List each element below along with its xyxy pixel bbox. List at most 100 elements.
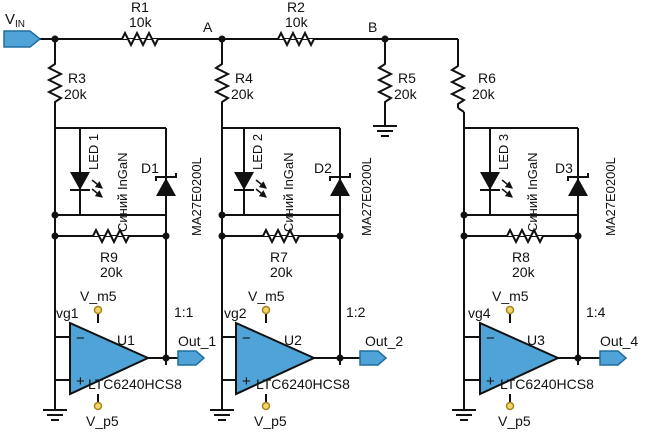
junction-dot (574, 232, 582, 240)
r1-value: 10k (129, 14, 153, 30)
out-2-port-icon (359, 350, 388, 366)
opamp-u2-plus: + (242, 373, 251, 390)
u1-ratio: 1:1 (174, 304, 194, 320)
resistor-r9 (92, 227, 130, 245)
led-2-symbol (234, 172, 267, 198)
out-1-label: Out_1 (178, 333, 216, 349)
r3-value: 20k (64, 86, 88, 102)
u2-ratio: 1:2 (346, 304, 366, 320)
supply-pin (261, 305, 271, 315)
junction-dot (218, 232, 226, 240)
u3-vg-label: vg4 (468, 305, 491, 321)
ground-symbols (43, 125, 476, 421)
vin-label: VIN (5, 11, 25, 30)
d1-name: D1 (141, 160, 159, 176)
out-4-label: Out_4 (600, 333, 638, 349)
out-1-port-icon (177, 350, 206, 366)
resistor-r2 (277, 30, 315, 48)
supply-pin (505, 401, 515, 411)
u1-name: U1 (117, 332, 135, 348)
u2-vpos-label: V_p5 (254, 413, 287, 429)
opamp-u1-symbol: − + (69, 321, 151, 396)
d1-part: MA27E0200L (189, 157, 204, 236)
junction-dot (51, 211, 59, 219)
r8-value: 20k (512, 264, 536, 280)
led-3-desc: Синий InGaN (525, 152, 540, 232)
u2-vg-label: vg2 (224, 305, 247, 321)
out-4-port-icon (599, 350, 628, 366)
r6-value: 20k (472, 86, 496, 102)
led-1-desc: Синий InGaN (115, 152, 130, 232)
supply-pin (93, 401, 103, 411)
u3-part: LTC6240HCS8 (500, 376, 594, 392)
led-1-symbol (70, 172, 103, 198)
junction-dot (381, 35, 389, 43)
out-2-label: Out_2 (365, 333, 403, 349)
led-2-desc: Синий InGaN (281, 152, 296, 232)
u1-vneg-label: V_m5 (80, 288, 117, 304)
junction-dot (460, 211, 468, 219)
u3-vpos-label: V_p5 (498, 413, 531, 429)
junction-dot (574, 354, 582, 362)
resistor-r8 (506, 227, 544, 245)
junction-dot (162, 354, 170, 362)
junction-dot (162, 232, 170, 240)
r9-value: 20k (100, 264, 124, 280)
supply-pin (261, 401, 271, 411)
node-b-label: B (368, 19, 377, 35)
r4-value: 20k (231, 86, 255, 102)
junction-dot (460, 232, 468, 240)
r9-name: R9 (100, 249, 118, 265)
resistor-r4 (213, 60, 231, 108)
junction-dot (51, 35, 59, 43)
u3-name: U3 (527, 332, 545, 348)
ground-icon (452, 409, 476, 421)
supply-pin (505, 305, 515, 315)
d2-name: D2 (314, 160, 332, 176)
opamp-u1-minus: − (76, 330, 85, 347)
u3-vneg-label: V_m5 (492, 288, 529, 304)
r6-name: R6 (478, 70, 496, 86)
r7-value: 20k (270, 264, 294, 280)
r5-value: 20k (394, 86, 418, 102)
junction-dot (51, 232, 59, 240)
led-3-symbol (480, 172, 513, 198)
vin-port-icon (3, 30, 42, 48)
opamp-u3-symbol: − + (479, 321, 561, 396)
ground-icon (373, 125, 397, 137)
led-2-name: LED 2 (250, 134, 265, 170)
r3-name: R3 (68, 70, 86, 86)
opamp-u2-symbol: − + (235, 321, 317, 396)
r7-name: R7 (270, 249, 288, 265)
d3-name: D3 (555, 160, 573, 176)
r1-name: R1 (131, 0, 149, 15)
u1-vg-label: vg1 (56, 305, 79, 321)
resistor-r1 (121, 30, 159, 48)
resistors (46, 30, 544, 245)
diode-d1-symbol (155, 173, 177, 196)
r5-name: R5 (398, 70, 416, 86)
vin-label-main: V (5, 11, 15, 28)
u1-vpos-label: V_p5 (86, 413, 119, 429)
supply-pin (93, 305, 103, 315)
r2-name: R2 (287, 0, 305, 15)
opamp-u2-minus: − (242, 330, 251, 347)
diode-d3-symbol (567, 173, 589, 196)
supply-pins (93, 305, 515, 411)
u2-part: LTC6240HCS8 (256, 376, 350, 392)
resistor-r7 (262, 227, 300, 245)
opamp-u3-plus: + (486, 373, 495, 390)
node-a-label: A (203, 19, 213, 35)
d2-part: MA27E0200L (359, 157, 374, 236)
resistor-r5 (376, 60, 394, 108)
opamp-u3-minus: − (486, 330, 495, 347)
vin-label-sub: IN (15, 19, 25, 30)
u3-ratio: 1:4 (586, 304, 606, 320)
junction-dot (218, 35, 226, 43)
r2-value: 10k (285, 14, 309, 30)
ground-icon (43, 409, 67, 421)
opamp-u1-plus: + (76, 373, 85, 390)
ground-icon (210, 409, 234, 421)
diode-d2-symbol (329, 173, 351, 196)
